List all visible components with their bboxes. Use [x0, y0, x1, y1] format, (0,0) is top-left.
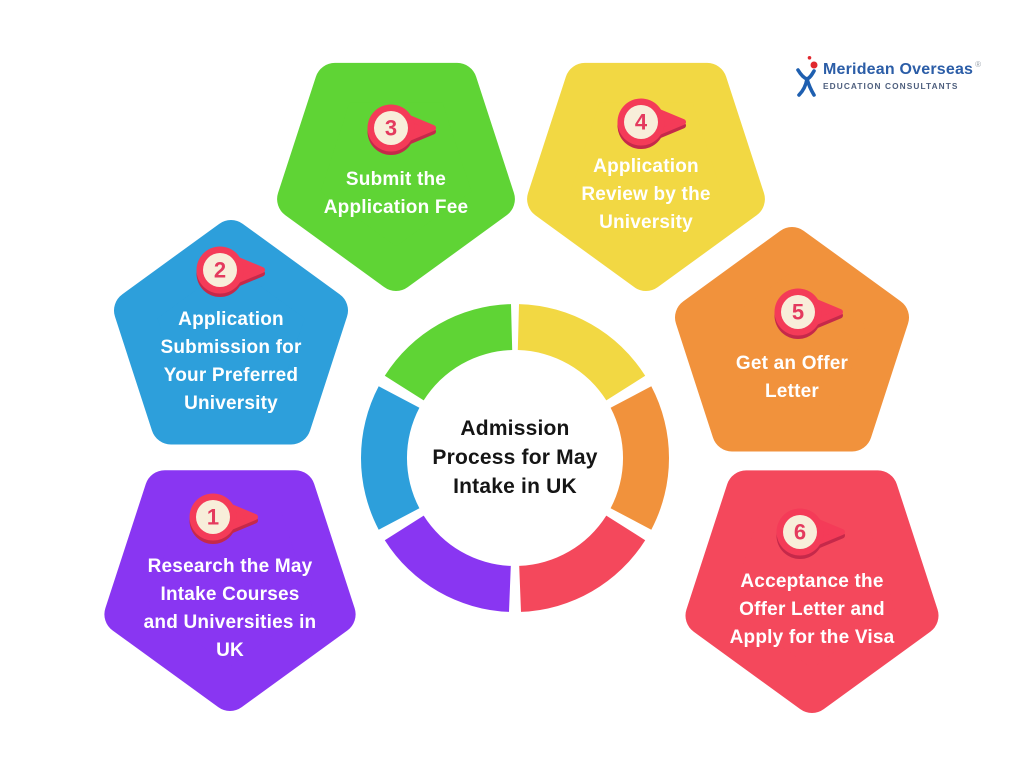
- step-6-label: Acceptance the Offer Letter and Apply fo…: [729, 571, 895, 648]
- step-2-number-badge: 2: [196, 246, 265, 297]
- step-4-number-badge: 4: [617, 98, 686, 149]
- step-2-number: 2: [214, 258, 226, 283]
- step-5-pentagon: [675, 227, 909, 452]
- step-1-label: Research the May Intake Courses and Univ…: [143, 556, 317, 661]
- brand-name: Meridean Overseas: [823, 61, 974, 78]
- badge-face: [783, 515, 817, 549]
- donut-center-title: Admission Process for May Intake in UK: [432, 417, 598, 498]
- donut-segment-step-6: [519, 515, 646, 612]
- step-5-number: 5: [792, 300, 804, 325]
- step-6-pentagon: [685, 470, 939, 713]
- registered-trademark-symbol: ®: [975, 60, 982, 69]
- step-4-pentagon: [527, 62, 765, 291]
- step-4-number: 4: [635, 110, 648, 135]
- step-3-label: Submit the Application Fee: [323, 169, 469, 218]
- step-1-pentagon: [104, 470, 356, 711]
- step-3-number: 3: [385, 116, 397, 141]
- badge-face: [196, 500, 230, 534]
- brand-logo: Meridean Overseas® EDUCATION CONSULTANTS: [794, 54, 981, 98]
- step-1-number: 1: [207, 505, 219, 530]
- step-2-label: Application Submission for Your Preferre…: [160, 309, 302, 414]
- donut-segment-step-4: [517, 304, 646, 401]
- donut-segment-step-1: [384, 515, 511, 612]
- brand-person-icon: [796, 56, 818, 97]
- donut-segment-step-3: [384, 304, 513, 401]
- brand-tagline: EDUCATION CONSULTANTS: [823, 81, 959, 91]
- step-6-number-badge: 6: [776, 508, 845, 559]
- badge-face: [203, 253, 237, 287]
- donut-segment-step-2: [360, 386, 420, 530]
- step-2-pentagon: [114, 220, 348, 445]
- badge-face: [624, 105, 658, 139]
- donut-segment-step-5: [610, 386, 670, 530]
- step-5-number-badge: 5: [774, 288, 843, 339]
- step-5-label: Get an Offer Letter: [735, 353, 849, 402]
- step-1-number-badge: 1: [189, 493, 258, 544]
- step-3-number-badge: 3: [367, 104, 436, 155]
- step-4-label: Application Review by the University: [581, 156, 711, 233]
- badge-face: [374, 111, 408, 145]
- badge-face: [781, 295, 815, 329]
- step-6-number: 6: [794, 520, 806, 545]
- step-3-pentagon: [277, 62, 515, 291]
